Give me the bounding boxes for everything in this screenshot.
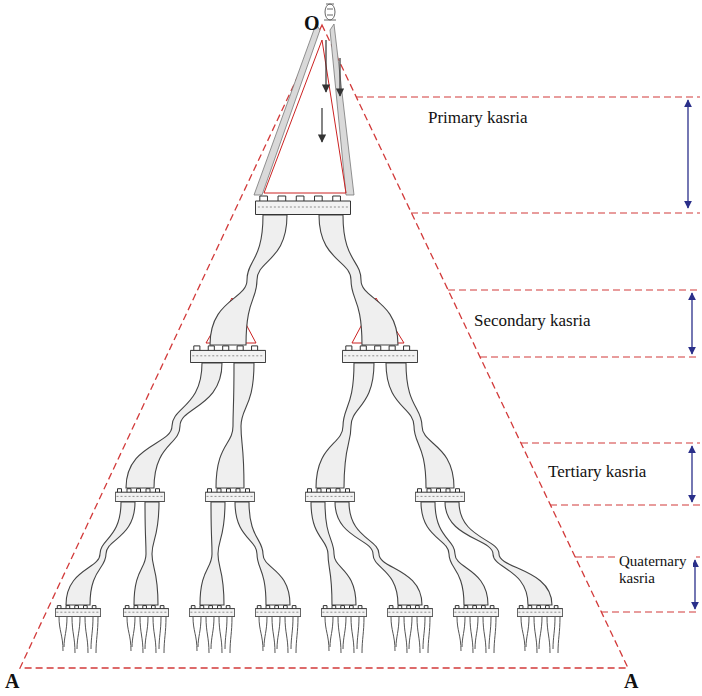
- primary-distributor: [255, 196, 350, 215]
- quaternary-distributor: [255, 606, 301, 617]
- channel: [216, 363, 254, 488]
- quaternary-distributor: [123, 606, 169, 617]
- quaternary-distributor: [189, 606, 235, 617]
- quaternary-distributor: [387, 606, 433, 617]
- channel: [134, 502, 159, 605]
- tertiary-distributor: [205, 489, 255, 502]
- quaternary-distributor: [321, 606, 367, 617]
- level-line: [448, 289, 700, 290]
- quaternary-distributor: [453, 606, 499, 617]
- flow-triangle: [264, 40, 346, 193]
- level-label-holder: Primary kasria: [426, 108, 530, 128]
- channels: [66, 215, 552, 605]
- field-outlet: [457, 617, 496, 653]
- level-line: [550, 504, 700, 505]
- channel: [445, 502, 552, 605]
- channel: [386, 363, 454, 488]
- inlet-figure: [324, 4, 336, 20]
- field-outlet: [193, 617, 232, 653]
- channel: [66, 502, 135, 605]
- level-label: Primary kasria: [426, 108, 530, 128]
- channel: [200, 502, 225, 605]
- flow-arrow: [339, 58, 340, 96]
- level-label-holder: Secondary kasria: [472, 311, 593, 331]
- level-line: [480, 356, 700, 357]
- flow-arrow: [321, 108, 322, 142]
- quaternary-distributor: [517, 606, 563, 617]
- point-label: A: [3, 670, 21, 693]
- channel: [235, 502, 290, 605]
- outer-triangle: [20, 25, 628, 668]
- channel: [126, 363, 222, 488]
- secondary-distributor: [190, 346, 265, 363]
- field-outlet: [127, 617, 166, 653]
- channel-bank: [254, 24, 320, 195]
- level-label-holder: Quaternary kasria: [617, 553, 693, 586]
- dimension-arrow: [691, 293, 692, 354]
- tertiary-distributor: [305, 489, 355, 502]
- inlet-channel: [254, 24, 354, 195]
- point-label: A: [622, 670, 640, 693]
- quaternary-distributor: [55, 606, 101, 617]
- field-outlets: [59, 617, 560, 653]
- inlet-figure: [325, 4, 335, 20]
- field-outlet: [325, 617, 364, 653]
- channel: [316, 363, 374, 488]
- dimension-arrow: [691, 446, 692, 502]
- channel: [319, 215, 398, 345]
- dimension-arrow: [694, 560, 695, 609]
- level-line: [521, 442, 700, 443]
- level-line: [601, 611, 700, 612]
- level-label: Secondary kasria: [472, 311, 593, 331]
- secondary-distributor: [342, 346, 417, 363]
- point-label-holder: O: [302, 12, 322, 35]
- level-line: [356, 96, 700, 97]
- point-label-holder: A: [3, 670, 21, 693]
- level-label: Tertiary kasria: [546, 462, 648, 482]
- channel: [335, 502, 422, 605]
- dimension-arrows: [688, 100, 695, 609]
- distributors: [55, 196, 563, 617]
- level-label: Quaternary kasria: [617, 553, 693, 586]
- field-outlet: [521, 617, 560, 653]
- tertiary-distributor: [115, 489, 165, 502]
- field-outlet: [59, 617, 98, 653]
- dimension-arrow: [687, 100, 688, 208]
- inlet-figure: [324, 4, 336, 20]
- channel: [210, 215, 287, 345]
- field-outlet: [391, 617, 430, 653]
- level-line: [411, 212, 700, 213]
- tertiary-distributor: [415, 489, 465, 502]
- flow-arrow: [325, 40, 326, 92]
- point-label-holder: A: [622, 670, 640, 693]
- point-label: O: [302, 12, 322, 35]
- level-label-holder: Tertiary kasria: [546, 462, 648, 482]
- field-outlet: [259, 617, 298, 653]
